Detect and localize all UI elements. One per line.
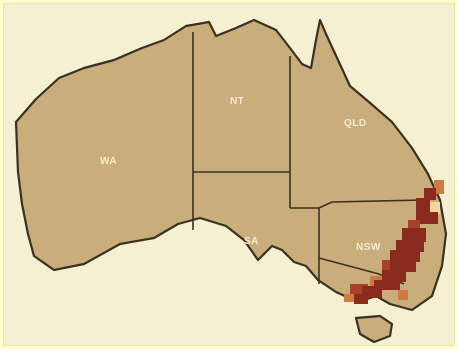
distribution-map: WA NT QLD SA NSW: [3, 3, 455, 346]
species-range: [344, 180, 444, 304]
tasmania: [354, 314, 394, 344]
border-qld-nsw: [290, 199, 425, 209]
state-label-nsw: NSW: [356, 242, 381, 253]
state-label-qld: QLD: [344, 118, 367, 129]
australia-mainland: [14, 18, 448, 312]
state-label-wa: WA: [100, 156, 117, 167]
australia-map-svg: WA NT QLD SA NSW: [14, 18, 448, 344]
state-label-sa: SA: [244, 236, 259, 247]
state-label-nt: NT: [230, 96, 244, 107]
